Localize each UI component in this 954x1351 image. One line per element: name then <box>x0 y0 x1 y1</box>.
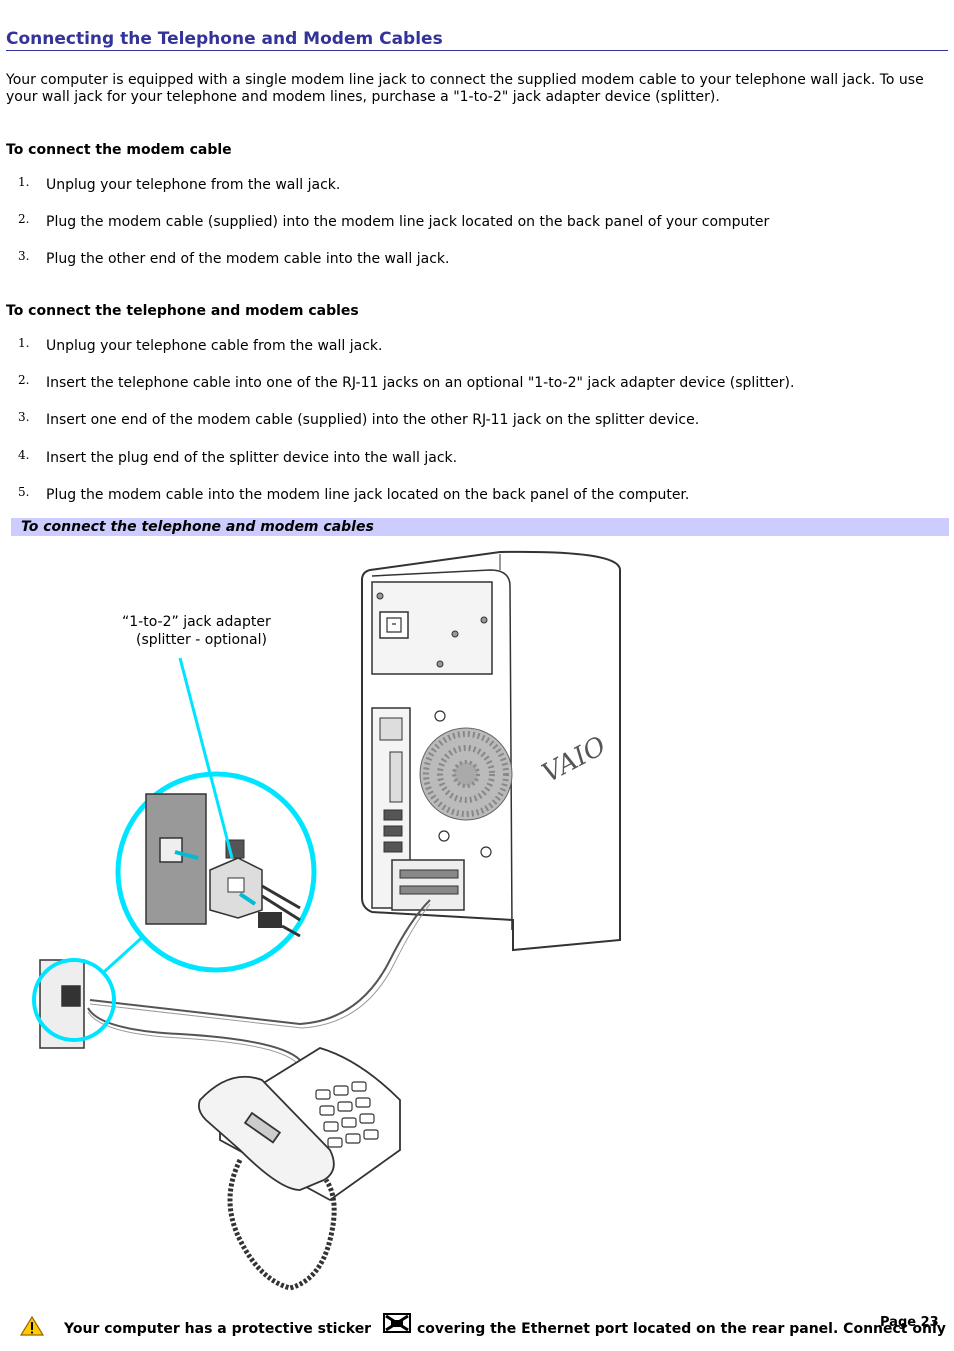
step-text: Plug the modem cable (supplied) into the… <box>46 214 770 230</box>
step-number: 2. <box>18 212 30 226</box>
step-number: 3. <box>18 410 30 424</box>
callout-pointer <box>178 657 234 859</box>
computer-tower <box>361 550 621 952</box>
step-text: Insert the plug end of the splitter devi… <box>46 450 458 466</box>
ethernet-sticker-icon <box>383 1313 411 1333</box>
step-text: Plug the other end of the modem cable in… <box>46 251 450 267</box>
callout-line-1: “1-to-2” jack adapter <box>122 614 271 630</box>
zoom-connector <box>102 930 150 974</box>
section-heading-modem: To connect the modem cable <box>6 142 232 158</box>
step-text: Unplug your telephone cable from the wal… <box>46 338 383 354</box>
step-number: 3. <box>18 249 30 263</box>
callout-line-2: (splitter - optional) <box>136 632 267 648</box>
step-text: Insert the telephone cable into one of t… <box>46 375 795 391</box>
warning-note: Your computer has a protective sticker c… <box>20 1310 950 1346</box>
step-text: Insert one end of the modem cable (suppl… <box>46 412 700 428</box>
intro-paragraph: Your computer is equipped with a single … <box>6 72 924 105</box>
page-title: Connecting the Telephone and Modem Cable… <box>6 29 948 51</box>
section-heading-telephone-modem: To connect the telephone and modem cable… <box>6 303 359 319</box>
wall-jack <box>39 959 85 1049</box>
zoom-detail <box>115 771 317 973</box>
note-text-before: Your computer has a protective sticker <box>64 1321 372 1337</box>
telephone <box>197 1047 401 1291</box>
wall-jack-highlight <box>32 958 116 1042</box>
figure-caption-bar: To connect the telephone and modem cable… <box>11 518 949 536</box>
figure-caption: To connect the telephone and modem cable… <box>21 519 374 535</box>
warning-icon <box>20 1316 44 1336</box>
step-number: 2. <box>18 373 30 387</box>
step-number: 4. <box>18 448 30 462</box>
connection-illustration: VAIO “1-to-2” jack adapter (splitter - o… <box>32 550 621 1291</box>
note-text-after: covering the Ethernet port located on th… <box>417 1321 946 1337</box>
page-number: Page 23 <box>880 1315 939 1330</box>
step-number: 5. <box>18 485 30 499</box>
step-number: 1. <box>18 336 30 350</box>
step-text: Plug the modem cable into the modem line… <box>46 487 690 503</box>
step-text: Unplug your telephone from the wall jack… <box>46 177 341 193</box>
step-number: 1. <box>18 175 30 189</box>
